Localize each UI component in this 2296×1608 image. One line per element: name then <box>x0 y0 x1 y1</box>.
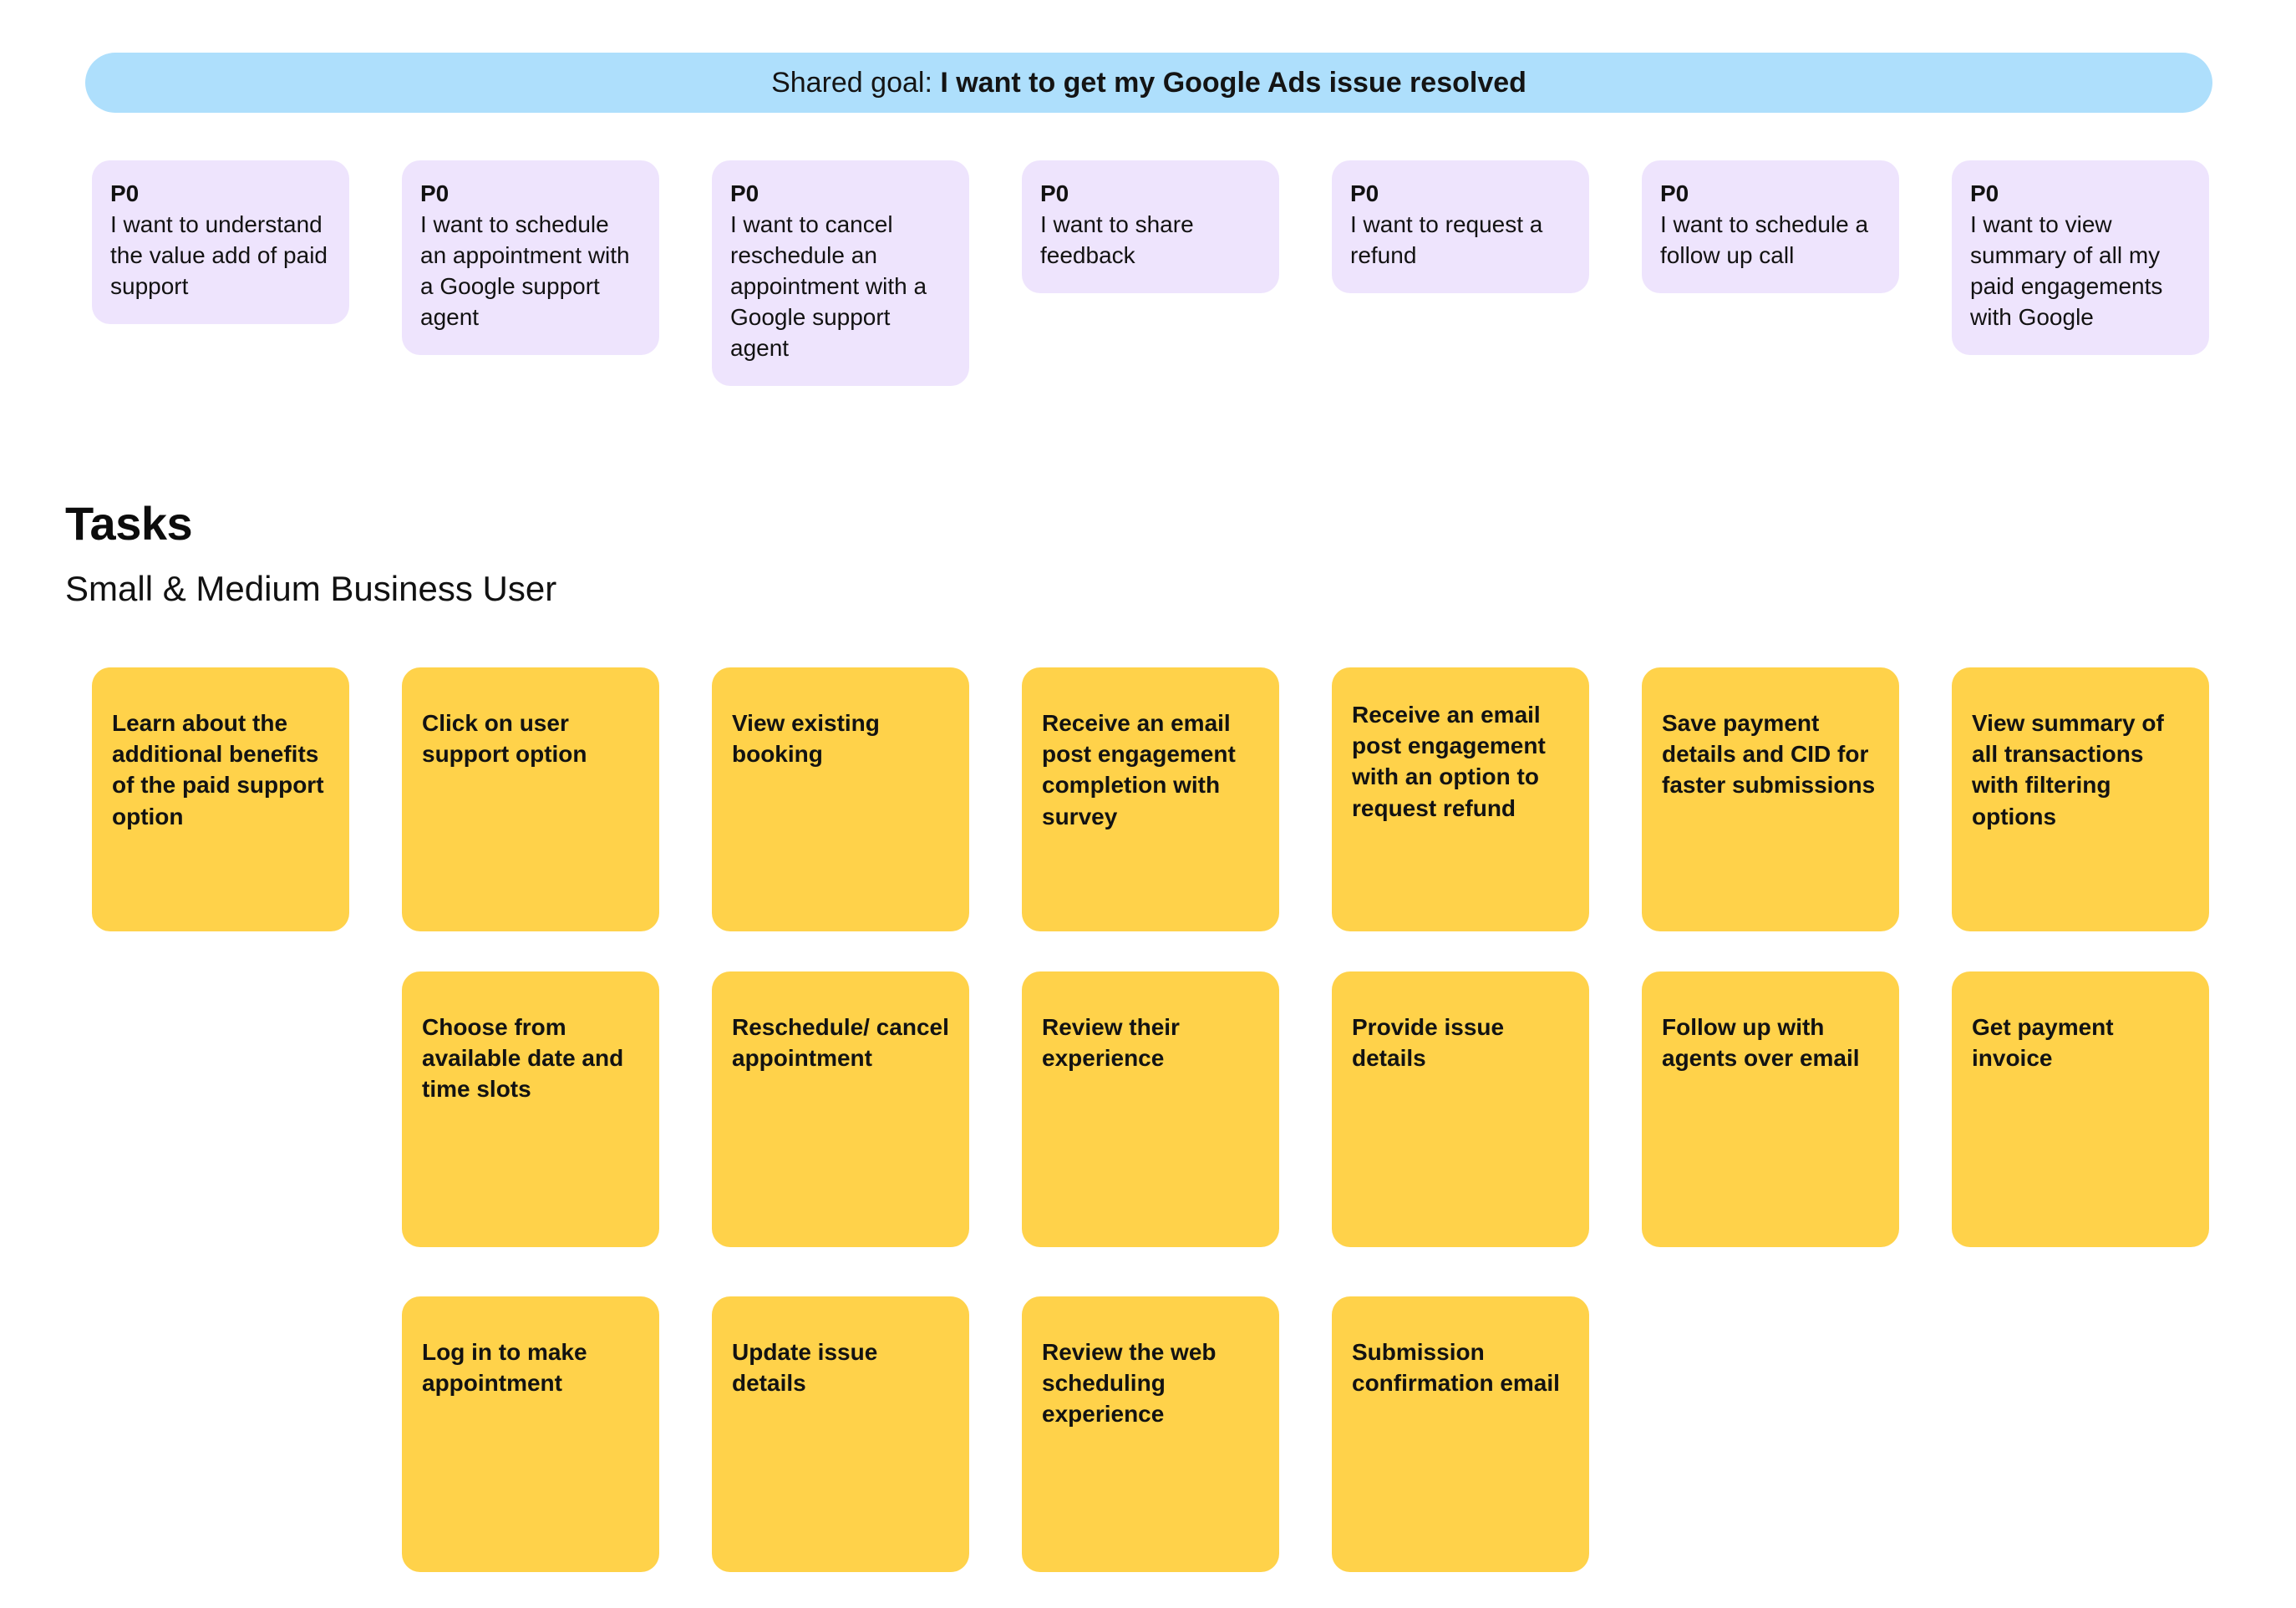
story-card[interactable]: P0 I want to share feedback <box>1022 160 1279 293</box>
story-statement: I want to cancel reschedule an appointme… <box>730 211 927 361</box>
task-card[interactable]: Review their experience <box>1022 971 1279 1247</box>
task-card[interactable]: Follow up with agents over email <box>1642 971 1899 1247</box>
shared-goal-prefix: Shared goal: <box>771 67 941 99</box>
task-card[interactable]: Log in to make appointment <box>402 1296 659 1572</box>
task-label: View existing booking <box>732 710 880 768</box>
task-label: Provide issue details <box>1352 1014 1505 1072</box>
task-label: Get payment invoice <box>1972 1014 2114 1072</box>
task-card[interactable]: Provide issue details <box>1332 971 1589 1247</box>
task-label: Reschedule/ cancel appointment <box>732 1014 949 1072</box>
task-card[interactable]: Update issue details <box>712 1296 969 1572</box>
story-statement: I want to schedule a follow up call <box>1660 211 1869 268</box>
task-card[interactable]: View existing booking <box>712 667 969 931</box>
story-statement: I want to schedule an appointment with a… <box>420 211 630 330</box>
task-cell: Provide issue details <box>1332 971 1589 1247</box>
shared-goal-statement: I want to get my Google Ads issue resolv… <box>940 67 1526 99</box>
story-priority-badge: P0 <box>730 180 759 206</box>
task-card[interactable]: Submission confirmation email <box>1332 1296 1589 1572</box>
task-card[interactable]: Reschedule/ cancel appointment <box>712 971 969 1247</box>
story-priority-badge: P0 <box>1350 180 1379 206</box>
task-label: Update issue details <box>732 1339 878 1397</box>
task-cell: Save payment details and CID for faster … <box>1642 667 1899 931</box>
task-label: Log in to make appointment <box>422 1339 587 1397</box>
task-cell: Reschedule/ cancel appointment <box>712 971 969 1247</box>
task-cell: View existing booking <box>712 667 969 931</box>
story-priority-badge: P0 <box>110 180 140 206</box>
task-card[interactable]: Receive an email post engagement complet… <box>1022 667 1279 931</box>
task-card[interactable]: Click on user support option <box>402 667 659 931</box>
story-statement: I want to view summary of all my paid en… <box>1970 211 2163 330</box>
story-statement: I want to request a refund <box>1350 211 1543 268</box>
task-label: Save payment details and CID for faster … <box>1662 710 1876 799</box>
task-label: Click on user support option <box>422 710 587 768</box>
task-card[interactable]: Save payment details and CID for faster … <box>1642 667 1899 931</box>
story-statement: I want to share feedback <box>1040 211 1194 268</box>
task-cell: Receive an email post engagement with an… <box>1332 667 1589 931</box>
story-card[interactable]: P0 I want to view summary of all my paid… <box>1952 160 2209 355</box>
story-card[interactable]: P0 I want to schedule a follow up call <box>1642 160 1899 293</box>
story-priority-badge: P0 <box>420 180 450 206</box>
task-cell: Click on user support option <box>402 667 659 931</box>
task-label: View summary of all transactions with fi… <box>1972 710 2164 829</box>
task-cell: Choose from available date and time slot… <box>402 971 659 1247</box>
task-label: Follow up with agents over email <box>1662 1014 1860 1072</box>
task-cell: Get payment invoice <box>1952 971 2209 1247</box>
task-label: Review their experience <box>1042 1014 1180 1072</box>
task-label: Submission confirmation email <box>1352 1339 1560 1397</box>
shared-goal-text: Shared goal: I want to get my Google Ads… <box>771 68 1526 97</box>
task-card[interactable]: View summary of all transactions with fi… <box>1952 667 2209 931</box>
task-cell: View summary of all transactions with fi… <box>1952 667 2209 931</box>
task-card[interactable]: Review the web scheduling experience <box>1022 1296 1279 1572</box>
tasks-subheading: Small & Medium Business User <box>65 569 557 608</box>
task-cell: Submission confirmation email <box>1332 1296 1589 1572</box>
task-label: Receive an email post engagement complet… <box>1042 710 1236 829</box>
story-card[interactable]: P0 I want to request a refund <box>1332 160 1589 293</box>
story-priority-badge: P0 <box>1660 180 1689 206</box>
task-label: Receive an email post engagement with an… <box>1352 702 1546 821</box>
shared-goal-banner: Shared goal: I want to get my Google Ads… <box>85 53 2212 113</box>
story-statement: I want to understand the value add of pa… <box>110 211 328 299</box>
task-label: Learn about the additional benefits of t… <box>112 710 324 829</box>
task-label: Choose from available date and time slot… <box>422 1014 624 1103</box>
task-card[interactable]: Receive an email post engagement with an… <box>1332 667 1589 931</box>
tasks-heading: Tasks <box>65 497 193 550</box>
story-priority-badge: P0 <box>1970 180 1999 206</box>
task-cell: Log in to make appointment <box>402 1296 659 1572</box>
user-story-row: P0 I want to understand the value add of… <box>92 160 2214 386</box>
story-card[interactable]: P0 I want to cancel reschedule an appoin… <box>712 160 969 386</box>
story-priority-badge: P0 <box>1040 180 1069 206</box>
task-cell: Follow up with agents over email <box>1642 971 1899 1247</box>
task-cell: Learn about the additional benefits of t… <box>92 667 349 931</box>
task-cell: Review their experience <box>1022 971 1279 1247</box>
task-row-2: Choose from available date and time slot… <box>92 971 2214 1247</box>
task-row-3: Log in to make appointment Update issue … <box>92 1296 2214 1572</box>
story-card[interactable]: P0 I want to schedule an appointment wit… <box>402 160 659 355</box>
task-card[interactable]: Learn about the additional benefits of t… <box>92 667 349 931</box>
task-cell: Update issue details <box>712 1296 969 1572</box>
story-card[interactable]: P0 I want to understand the value add of… <box>92 160 349 324</box>
task-cell: Review the web scheduling experience <box>1022 1296 1279 1572</box>
task-cell: Receive an email post engagement complet… <box>1022 667 1279 931</box>
task-label: Review the web scheduling experience <box>1042 1339 1217 1428</box>
task-card[interactable]: Get payment invoice <box>1952 971 2209 1247</box>
task-row-1: Learn about the additional benefits of t… <box>92 667 2214 931</box>
task-card[interactable]: Choose from available date and time slot… <box>402 971 659 1247</box>
